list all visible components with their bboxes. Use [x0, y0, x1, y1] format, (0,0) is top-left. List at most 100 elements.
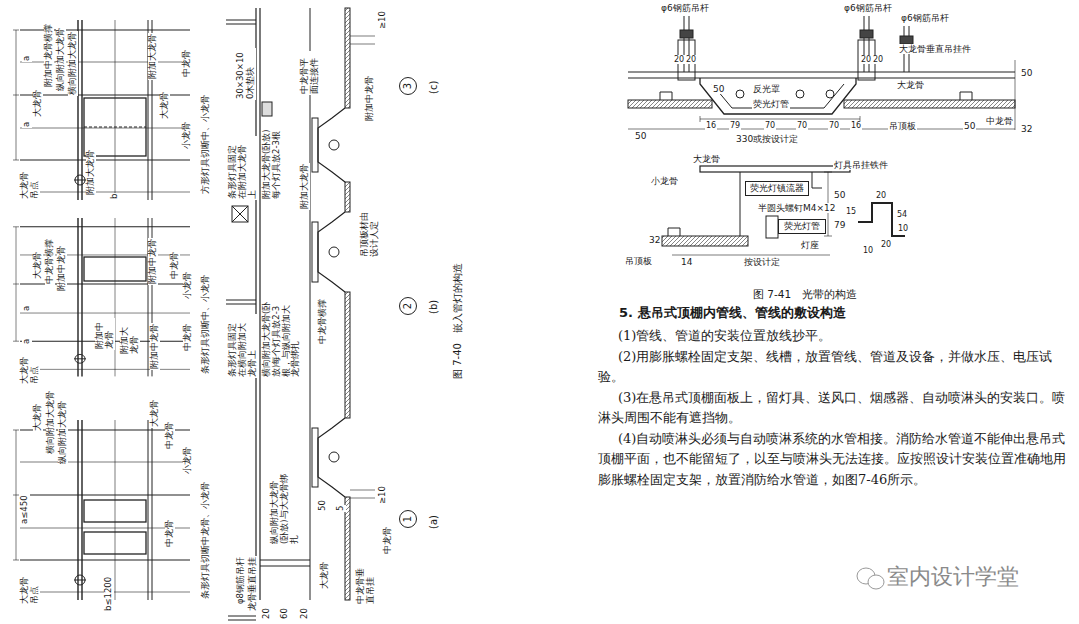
part-label: 附加中龙骨	[148, 238, 158, 285]
part-label: 中龙骨	[985, 116, 1014, 126]
part-label: 大龙骨	[33, 251, 43, 280]
body-text: (2)用膨胀螺栓固定支架、线槽，放置管线、管道及设备，并做水压、电压试验。	[598, 347, 1074, 388]
section-drawing-part	[260, 560, 310, 561]
subfigure-label: (b)	[428, 299, 440, 315]
light-band-detail-part	[812, 172, 822, 188]
dimension: 20	[875, 191, 887, 200]
plan-double-strip-fixture-part	[13, 420, 190, 600]
section-drawing-part	[350, 490, 375, 491]
part-label: 横向附加大龙骨	[68, 31, 78, 96]
part-label: 横向附加大龙骨	[46, 390, 56, 455]
light-band-section-part	[660, 92, 672, 100]
part-label: 中龙骨横撑	[318, 298, 328, 345]
section-drawing-part	[318, 108, 345, 182]
part-label: 大龙骨吊点	[20, 573, 40, 605]
part-label: 附加中龙骨	[150, 323, 160, 370]
section-drawing-part	[226, 20, 256, 21]
part-label: 附加大龙骨	[120, 323, 140, 355]
part-label: 中龙骨垂直吊挂	[356, 567, 376, 605]
light-band-detail-part	[740, 172, 741, 236]
section-drawing-part	[259, 8, 260, 600]
section-drawing-part	[232, 206, 248, 222]
part-label: φ6钢筋吊杆	[900, 13, 950, 23]
callout-circle: 3	[399, 77, 417, 95]
part-label: 中龙骨横撑	[45, 238, 55, 285]
light-band-section-part	[628, 71, 1015, 72]
part-label: 小龙骨	[650, 176, 679, 186]
part-label: 纵向附加大龙骨	[56, 27, 66, 92]
light-band-detail-part	[662, 236, 748, 246]
dimension: 10	[897, 224, 909, 233]
part-label: 大龙骨	[692, 154, 721, 164]
light-band-section-part	[860, 30, 873, 38]
light-band-detail-part	[700, 166, 850, 172]
dimension: 79	[729, 121, 741, 130]
light-band-section-part	[960, 92, 972, 100]
dimension: 50	[634, 131, 647, 141]
dimension: b	[110, 193, 120, 200]
part-label: φ6钢筋吊杆	[843, 3, 893, 13]
dimension: 10	[862, 246, 874, 255]
dimension: 20	[685, 55, 697, 64]
plan-strip-fixture-part	[84, 257, 146, 281]
dimension: 16	[705, 121, 717, 130]
subfigure-label: (a)	[428, 514, 440, 530]
part-label: 大龙骨	[33, 403, 43, 432]
section-drawing-part	[345, 497, 350, 600]
light-band-section-part	[736, 90, 744, 98]
node-text: 荧光灯管	[783, 221, 821, 232]
section-drawing-part	[329, 452, 339, 462]
part-label: 附加大龙骨	[148, 33, 158, 80]
part-label: 附加大龙骨(卧放)每个灯具放2-3根	[262, 126, 282, 200]
dimension: 50	[833, 190, 846, 200]
plan-square-fixture-part	[84, 98, 146, 156]
figure-note: 方形灯具切断中、小龙骨	[200, 94, 210, 195]
dimension: 50	[1020, 68, 1033, 78]
dimension: ≥10	[378, 485, 388, 505]
section-drawing-part	[312, 222, 318, 282]
section-drawing-part	[345, 8, 350, 108]
part-label: 附加大龙骨	[86, 149, 96, 196]
dimension: 16	[850, 121, 862, 130]
section-drawing-part	[350, 498, 375, 499]
dimension: 20	[872, 55, 884, 64]
dimension: 20	[262, 607, 272, 620]
component-box: 荧光灯管	[778, 219, 826, 234]
section-drawing-part	[318, 418, 345, 497]
light-band-section-part	[844, 100, 1015, 108]
component-box: 荧光灯镇流器	[745, 181, 809, 196]
part-label: 纵向附加大龙骨(卧放)与大龙骨绑扎	[270, 468, 299, 545]
wechat-icon	[857, 568, 884, 589]
dimension: 15	[845, 207, 857, 216]
dimension: 5	[336, 505, 346, 512]
light-band-detail-part	[766, 216, 778, 238]
part-label: 中龙骨	[183, 323, 193, 352]
dimension: 50	[963, 121, 976, 131]
part-label: 中龙骨	[165, 519, 175, 548]
section-drawing-part	[226, 300, 256, 301]
part-label: 横向附加大龙骨(卧放)每个灯具放2-3根，与纵向附加大龙骨绑扎	[262, 296, 301, 378]
part-label: 按设计定	[743, 257, 781, 267]
section-drawing-part	[318, 212, 345, 292]
light-band-section-part	[826, 90, 834, 98]
part-label: 吊顶板	[888, 121, 917, 131]
dimension: 54	[896, 210, 908, 219]
part-label: 反光罩	[752, 84, 781, 94]
figure-caption: 图 7-40 嵌入管灯的构造	[452, 262, 464, 380]
section-drawing-part	[228, 620, 256, 621]
dimension: 32	[1020, 124, 1033, 134]
dimension: 70	[764, 121, 776, 130]
section-drawing-part	[350, 44, 375, 45]
dimension: 50	[712, 84, 725, 94]
part-label: 中龙骨	[383, 526, 393, 555]
section-drawing-part	[312, 118, 318, 172]
part-label: 吊顶板材由设计人定	[360, 211, 380, 258]
part-label: 龙骨垂直吊挂	[248, 556, 258, 612]
plan-double-strip-fixture	[13, 420, 190, 600]
part-label: 大龙骨	[33, 89, 43, 118]
callout-circle: 2	[399, 297, 417, 315]
node-text: 2	[402, 303, 414, 309]
section-drawing-part	[329, 140, 339, 150]
part-label: 附加中龙骨	[365, 75, 375, 122]
